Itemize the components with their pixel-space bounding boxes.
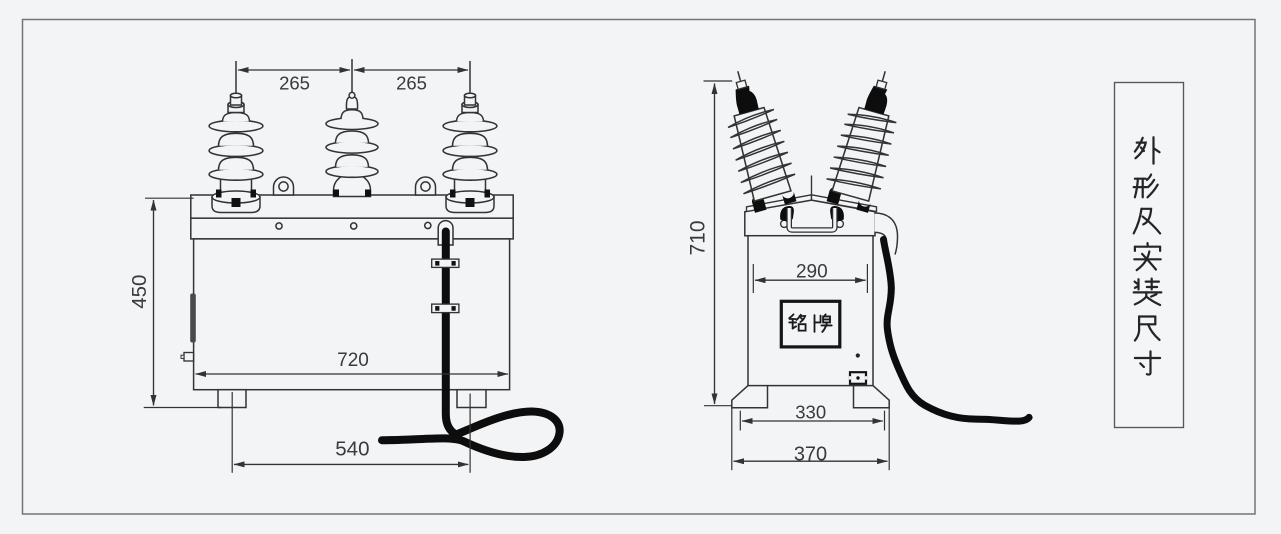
svg-text:540: 540: [335, 438, 369, 461]
svg-text:265: 265: [279, 73, 310, 94]
svg-text:710: 710: [687, 220, 710, 255]
svg-text:290: 290: [796, 261, 828, 282]
svg-text:265: 265: [396, 73, 427, 94]
svg-text:370: 370: [794, 444, 827, 466]
svg-text:720: 720: [337, 350, 369, 371]
svg-text:450: 450: [128, 275, 151, 309]
svg-text:330: 330: [795, 402, 826, 423]
